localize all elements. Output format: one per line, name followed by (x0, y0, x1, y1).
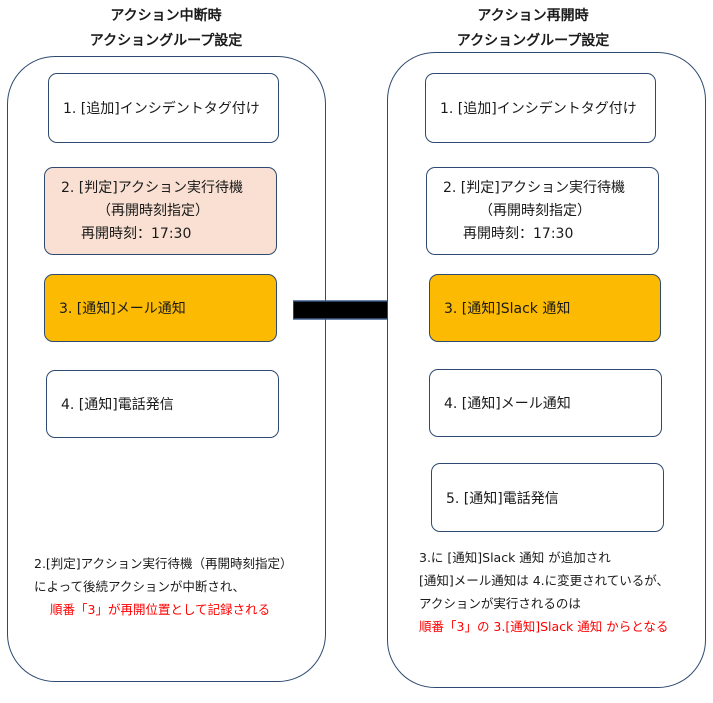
left-step2-line1: 2. [判定]アクション実行待機 (61, 179, 244, 196)
right-note-line3: アクションが実行されるのは (419, 596, 581, 611)
right-step4-box: 4. [通知]メール通知 (429, 369, 662, 437)
left-panel (7, 56, 326, 682)
right-step1-label: 1. [追加]インシデントタグ付け (440, 101, 637, 117)
left-note-line2: によって後続アクションが中断され、 (34, 579, 246, 594)
right-title: アクション再開時 アクショングループ設定 (403, 4, 663, 54)
right-title-line2: アクショングループ設定 (456, 33, 610, 49)
right-step4-label: 4. [通知]メール通知 (444, 396, 571, 412)
right-step2-line2: （再開時刻指定） (479, 202, 591, 219)
left-note: 2.[判定]アクション実行待機（再開時刻指定） によって後続アクションが中断され… (34, 552, 293, 621)
right-note-line1: 3.に [通知]Slack 通知 が追加され (419, 550, 611, 565)
left-step1-box: 1. [追加]インシデントタグ付け (48, 73, 279, 143)
left-step2-line2: （再開時刻指定） (97, 202, 209, 219)
left-title-line2: アクショングループ設定 (89, 33, 243, 49)
left-step4-box: 4. [通知]電話発信 (46, 370, 279, 438)
right-step5-box: 5. [通知]電話発信 (431, 463, 664, 532)
right-note-line2: [通知]メール通知は 4.に変更されているが、 (419, 573, 670, 588)
left-note-line1: 2.[判定]アクション実行待機（再開時刻指定） (34, 556, 293, 571)
right-note-line4: 順番「3」の 3.[通知]Slack 通知 からとなる (419, 619, 669, 634)
right-step2-box: 2. [判定]アクション実行待機 （再開時刻指定） 再開時刻：17:30 (426, 167, 659, 255)
left-title: アクション中断時 アクショングループ設定 (36, 4, 296, 54)
left-step2-line3: 再開時刻：17:30 (81, 225, 192, 242)
left-step1-label: 1. [追加]インシデントタグ付け (63, 101, 260, 117)
left-step4-label: 4. [通知]電話発信 (61, 397, 174, 413)
left-note-line3: 順番「3」が再開位置として記録される (50, 602, 271, 617)
left-title-line1: アクション中断時 (110, 8, 222, 24)
left-step3-box: 3. [通知]メール通知 (44, 274, 277, 342)
left-step3-label: 3. [通知]メール通知 (59, 301, 186, 317)
right-step2-line1: 2. [判定]アクション実行待機 (443, 179, 626, 196)
left-step2-box: 2. [判定]アクション実行待機 （再開時刻指定） 再開時刻：17:30 (44, 167, 277, 255)
right-step3-label: 3. [通知]Slack 通知 (444, 301, 571, 317)
right-step2-line3: 再開時刻：17:30 (463, 225, 574, 242)
right-note: 3.に [通知]Slack 通知 が追加され [通知]メール通知は 4.に変更さ… (419, 546, 669, 638)
right-step5-label: 5. [通知]電話発信 (446, 490, 559, 507)
right-title-line1: アクション再開時 (477, 8, 589, 24)
right-step3-box: 3. [通知]Slack 通知 (429, 274, 661, 342)
right-step1-box: 1. [追加]インシデントタグ付け (425, 73, 656, 143)
